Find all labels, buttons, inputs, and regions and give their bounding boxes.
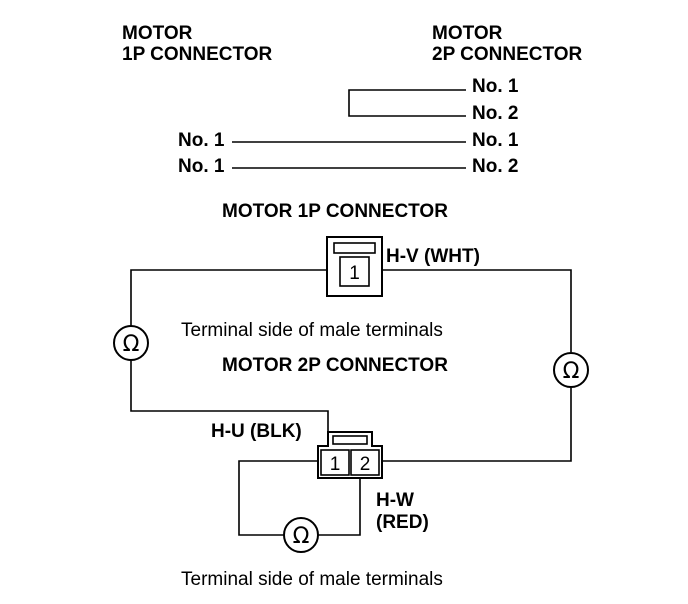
connector-2p-terminal-1 (320, 449, 350, 476)
header-1p-line2: 1P CONNECTOR (122, 44, 273, 65)
row3-left: No. 1 (178, 130, 225, 151)
connector-1p-body (326, 236, 383, 297)
row4-left: No. 1 (178, 156, 225, 177)
row3-right: No. 1 (472, 130, 519, 151)
wire-hw-label-line2: (RED) (376, 512, 429, 533)
wire-2p-pin1-to-bottom-meter (238, 460, 318, 536)
caption-2p: Terminal side of male terminals (181, 569, 443, 590)
jumper-line-no1-no2 (348, 89, 466, 117)
wire-right-meter-to-2p-pin2 (382, 388, 572, 462)
ohmmeter-left (113, 325, 149, 361)
connector-2p-title: MOTOR 2P CONNECTOR (222, 355, 448, 376)
wire-left-meter-to-2p-pin1 (130, 361, 329, 432)
connector-2p-latch (332, 435, 368, 445)
connector-2p-pin-number-1: 1 (330, 454, 341, 475)
connector-1p-terminal (339, 256, 370, 287)
row1-right: No. 1 (472, 76, 519, 97)
caption-1p: Terminal side of male terminals (181, 320, 443, 341)
connector-2p-pin-number-2: 2 (360, 454, 371, 475)
row2-right: No. 2 (472, 103, 519, 124)
connector-1p-title: MOTOR 1P CONNECTOR (222, 201, 448, 222)
connector-1p-latch (333, 242, 376, 254)
wire-hv-label: H-V (WHT) (386, 246, 480, 267)
ohmmeter-right (553, 352, 589, 388)
wire-hw-label-line1: H-W (376, 490, 414, 511)
header-2p-line2: 2P CONNECTOR (432, 44, 583, 65)
connector-1p-pin-number: 1 (349, 263, 360, 284)
wire-1p-to-left-meter (130, 269, 327, 326)
header-1p-line1: MOTOR (122, 23, 193, 44)
wire-hu-label: H-U (BLK) (211, 421, 302, 442)
wire-1p-to-right-meter (382, 269, 572, 352)
connector-2p-terminal-2 (350, 449, 380, 476)
wire-bottom-meter-to-2p-pin2 (318, 478, 361, 536)
ohm-symbol-left: Ω (123, 332, 140, 357)
row4-right: No. 2 (472, 156, 519, 177)
connector-2p-body (317, 431, 383, 479)
ohmmeter-bottom (283, 517, 319, 553)
ohm-symbol-right: Ω (563, 359, 580, 384)
ohm-symbol-bottom: Ω (293, 524, 310, 549)
header-2p-line1: MOTOR (432, 23, 503, 44)
